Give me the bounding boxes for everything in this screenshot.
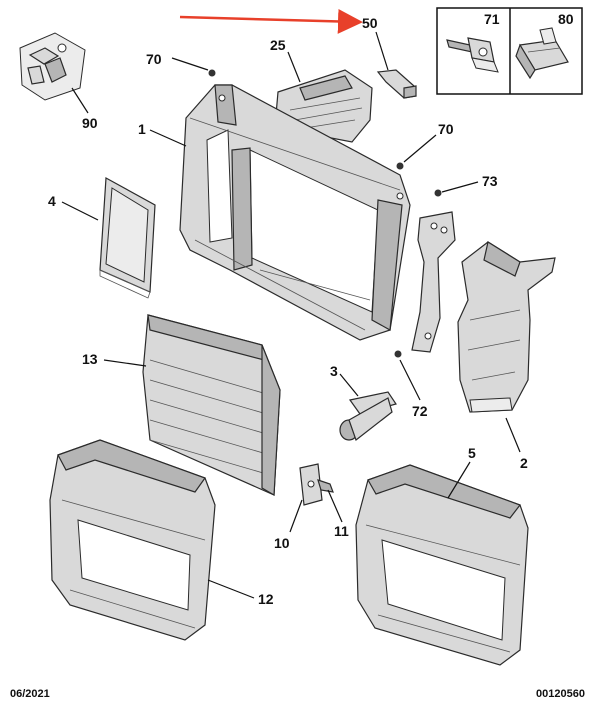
leader-90: [71, 87, 89, 114]
callout-90: 90: [82, 115, 98, 131]
part-2-side-duct: [457, 241, 556, 413]
leader-4: [61, 201, 99, 221]
leader-5: [447, 461, 471, 499]
callout-11: 11: [334, 523, 349, 539]
callout-2: 2: [520, 455, 528, 471]
callout-4: 4: [48, 193, 56, 209]
screw-72: [394, 350, 402, 358]
callout-50: 50: [362, 15, 378, 31]
callout-73: 73: [482, 173, 498, 189]
callout-5: 5: [468, 445, 476, 461]
footer-date: 06/2021: [10, 688, 50, 700]
leader-70b: [403, 134, 437, 163]
bolt-71: [446, 37, 499, 73]
callout-71: 71: [484, 11, 500, 27]
clip-80: [515, 27, 569, 80]
callout-1: 1: [138, 121, 146, 137]
part-3-bracket: [339, 391, 397, 441]
callout-3: 3: [330, 363, 338, 379]
part-12-lower-carrier: [49, 439, 216, 641]
screw-73: [434, 189, 442, 197]
leader-13: [103, 359, 147, 367]
leader-25: [287, 51, 301, 83]
part-90-clip-bag: [19, 32, 86, 101]
leader-50: [375, 31, 389, 71]
leader-12: [207, 579, 255, 599]
callout-70-right: 70: [438, 121, 454, 137]
screw-70-right: [396, 162, 404, 170]
callout-70-top: 70: [146, 51, 162, 67]
leader-10: [289, 499, 303, 533]
screw-70-top: [208, 69, 216, 77]
callout-80: 80: [558, 11, 574, 27]
part-10-sensor: [299, 463, 323, 506]
footer-reference: 00120560: [536, 688, 585, 700]
leader-72: [399, 359, 421, 401]
leader-11: [327, 489, 343, 523]
callout-25: 25: [270, 37, 286, 53]
leader-2: [505, 417, 521, 453]
leader-1: [149, 129, 187, 147]
part-1-front-panel: [179, 84, 411, 341]
part-73-bracket: [411, 211, 456, 353]
callout-12: 12: [258, 591, 274, 607]
leader-73: [441, 181, 479, 193]
part-50-bracket: [376, 69, 417, 99]
part-11-pin: [317, 479, 334, 493]
callout-10: 10: [274, 535, 290, 551]
part-4-deflector: [99, 177, 156, 299]
leader-70a: [171, 57, 209, 71]
highlight-arrow: [179, 8, 363, 34]
part-13-radiator: [142, 314, 281, 497]
fastener-box: [436, 7, 583, 95]
part-5-carrier: [355, 464, 529, 666]
callout-13: 13: [82, 351, 98, 367]
leader-3: [339, 373, 359, 397]
callout-72: 72: [412, 403, 428, 419]
